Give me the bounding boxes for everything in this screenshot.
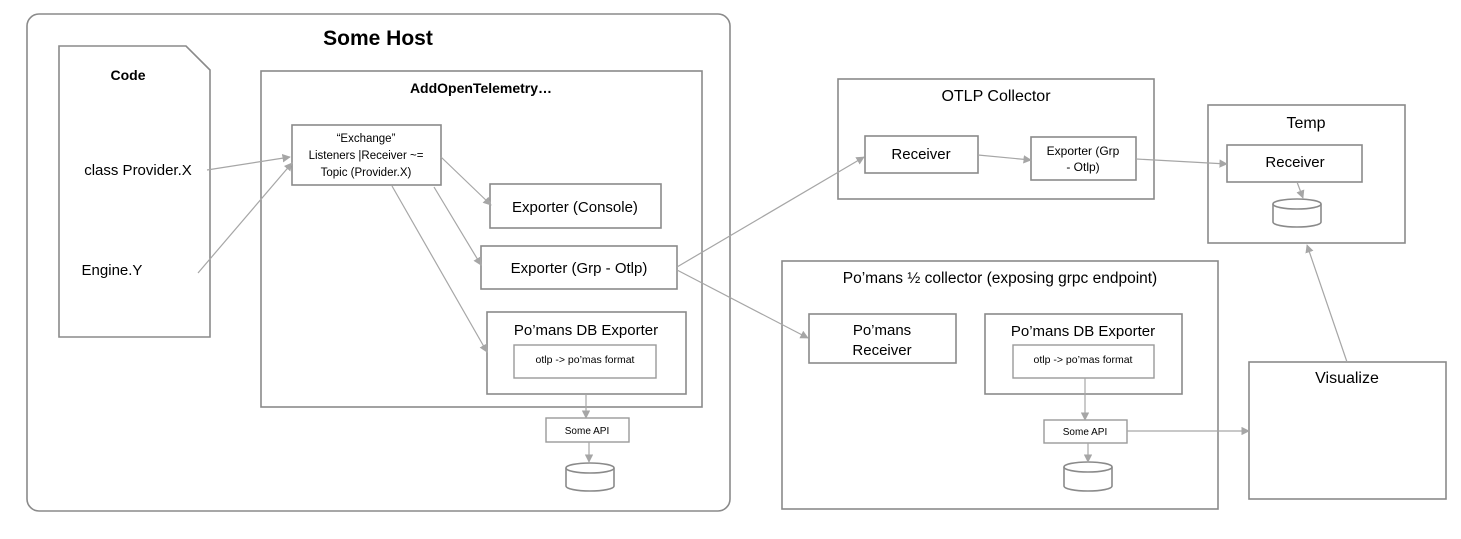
exchange-line-3: Topic (Provider.X) — [321, 167, 412, 179]
grpc-exporter-label: Exporter (Grp - Otlp) — [511, 260, 648, 277]
pomans-collector-title: Po’mans ½ collector (exposing grpc endpo… — [843, 270, 1157, 287]
exchange-line-2: Listeners |Receiver ~= — [309, 150, 424, 162]
collector-api-box: Some API — [1043, 419, 1128, 444]
collector-format-label: otlp -> po’mas format — [1034, 354, 1133, 366]
arrow-visualize-to-temp — [1305, 244, 1348, 363]
arrow-otlp-receiver-to-exporter — [977, 154, 1032, 164]
console-exporter-box: Exporter (Console) — [489, 183, 662, 229]
arrow-temp-receiver-to-db — [1296, 181, 1305, 199]
host-database-icon — [565, 462, 615, 492]
otlp-collector-title: OTLP Collector — [941, 88, 1051, 105]
arrow-provider-to-exchange — [206, 154, 291, 171]
arrow-grpc-to-pomans-receiver — [676, 269, 809, 339]
grpc-exporter-box: Exporter (Grp - Otlp) — [480, 245, 678, 290]
collector-database-icon — [1063, 461, 1113, 492]
provider-class-label: class Provider.X — [84, 162, 192, 179]
add-opentelemetry-title: AddOpenTelemetry… — [410, 80, 552, 96]
pomans-receiver-line-1: Po’mans — [853, 322, 911, 339]
some-host-title: Some Host — [323, 27, 433, 50]
arrow-engine-to-exchange — [197, 162, 293, 274]
pomans-receiver-box: Po’mans Receiver — [808, 313, 957, 364]
temp-title: Temp — [1286, 115, 1325, 132]
arrow-exchange-to-dbexporter — [391, 185, 488, 353]
otlp-receiver-label: Receiver — [891, 146, 950, 163]
collector-db-exporter-title: Po’mans DB Exporter — [1011, 323, 1155, 340]
pomans-receiver-line-2: Receiver — [852, 342, 911, 359]
collector-api-label: Some API — [1063, 427, 1107, 438]
console-exporter-label: Exporter (Console) — [512, 199, 638, 216]
visualize-title: Visualize — [1315, 370, 1379, 387]
arrow-otlp-exporter-to-temp — [1135, 158, 1228, 168]
temp-database-icon — [1272, 198, 1322, 228]
arrow-exchange-to-console — [440, 156, 492, 206]
temp-receiver-box: Receiver — [1226, 144, 1363, 183]
engine-label: Engine.Y — [82, 262, 143, 279]
connectors — [197, 154, 1348, 463]
host-format-label: otlp -> po’mas format — [536, 354, 635, 366]
host-db-exporter-box: Po’mans DB Exporter otlp -> po’mas forma… — [486, 311, 687, 395]
collector-db-exporter-box: Po’mans DB Exporter otlp -> po’mas forma… — [984, 313, 1183, 395]
host-api-label: Some API — [565, 426, 609, 437]
otlp-exporter-line-1: Exporter (Grp — [1047, 144, 1120, 158]
host-db-exporter-title: Po’mans DB Exporter — [514, 322, 658, 339]
arrow-exchange-to-grpc — [433, 186, 482, 266]
code-document: Code class Provider.X Engine.Y — [58, 45, 211, 338]
arrow-grpc-to-otlp-receiver — [676, 156, 865, 268]
otlp-exporter-box: Exporter (Grp - Otlp) — [1030, 136, 1137, 181]
temp-receiver-label: Receiver — [1265, 154, 1324, 171]
exchange-line-1: “Exchange” — [337, 133, 396, 145]
host-api-box: Some API — [545, 417, 630, 443]
otlp-receiver-box: Receiver — [864, 135, 979, 174]
exchange-listeners-box: “Exchange” Listeners |Receiver ~= Topic … — [291, 124, 442, 186]
code-label: Code — [111, 67, 146, 83]
visualize-box: Visualize — [1248, 361, 1447, 500]
otlp-exporter-line-2: - Otlp) — [1066, 160, 1099, 174]
